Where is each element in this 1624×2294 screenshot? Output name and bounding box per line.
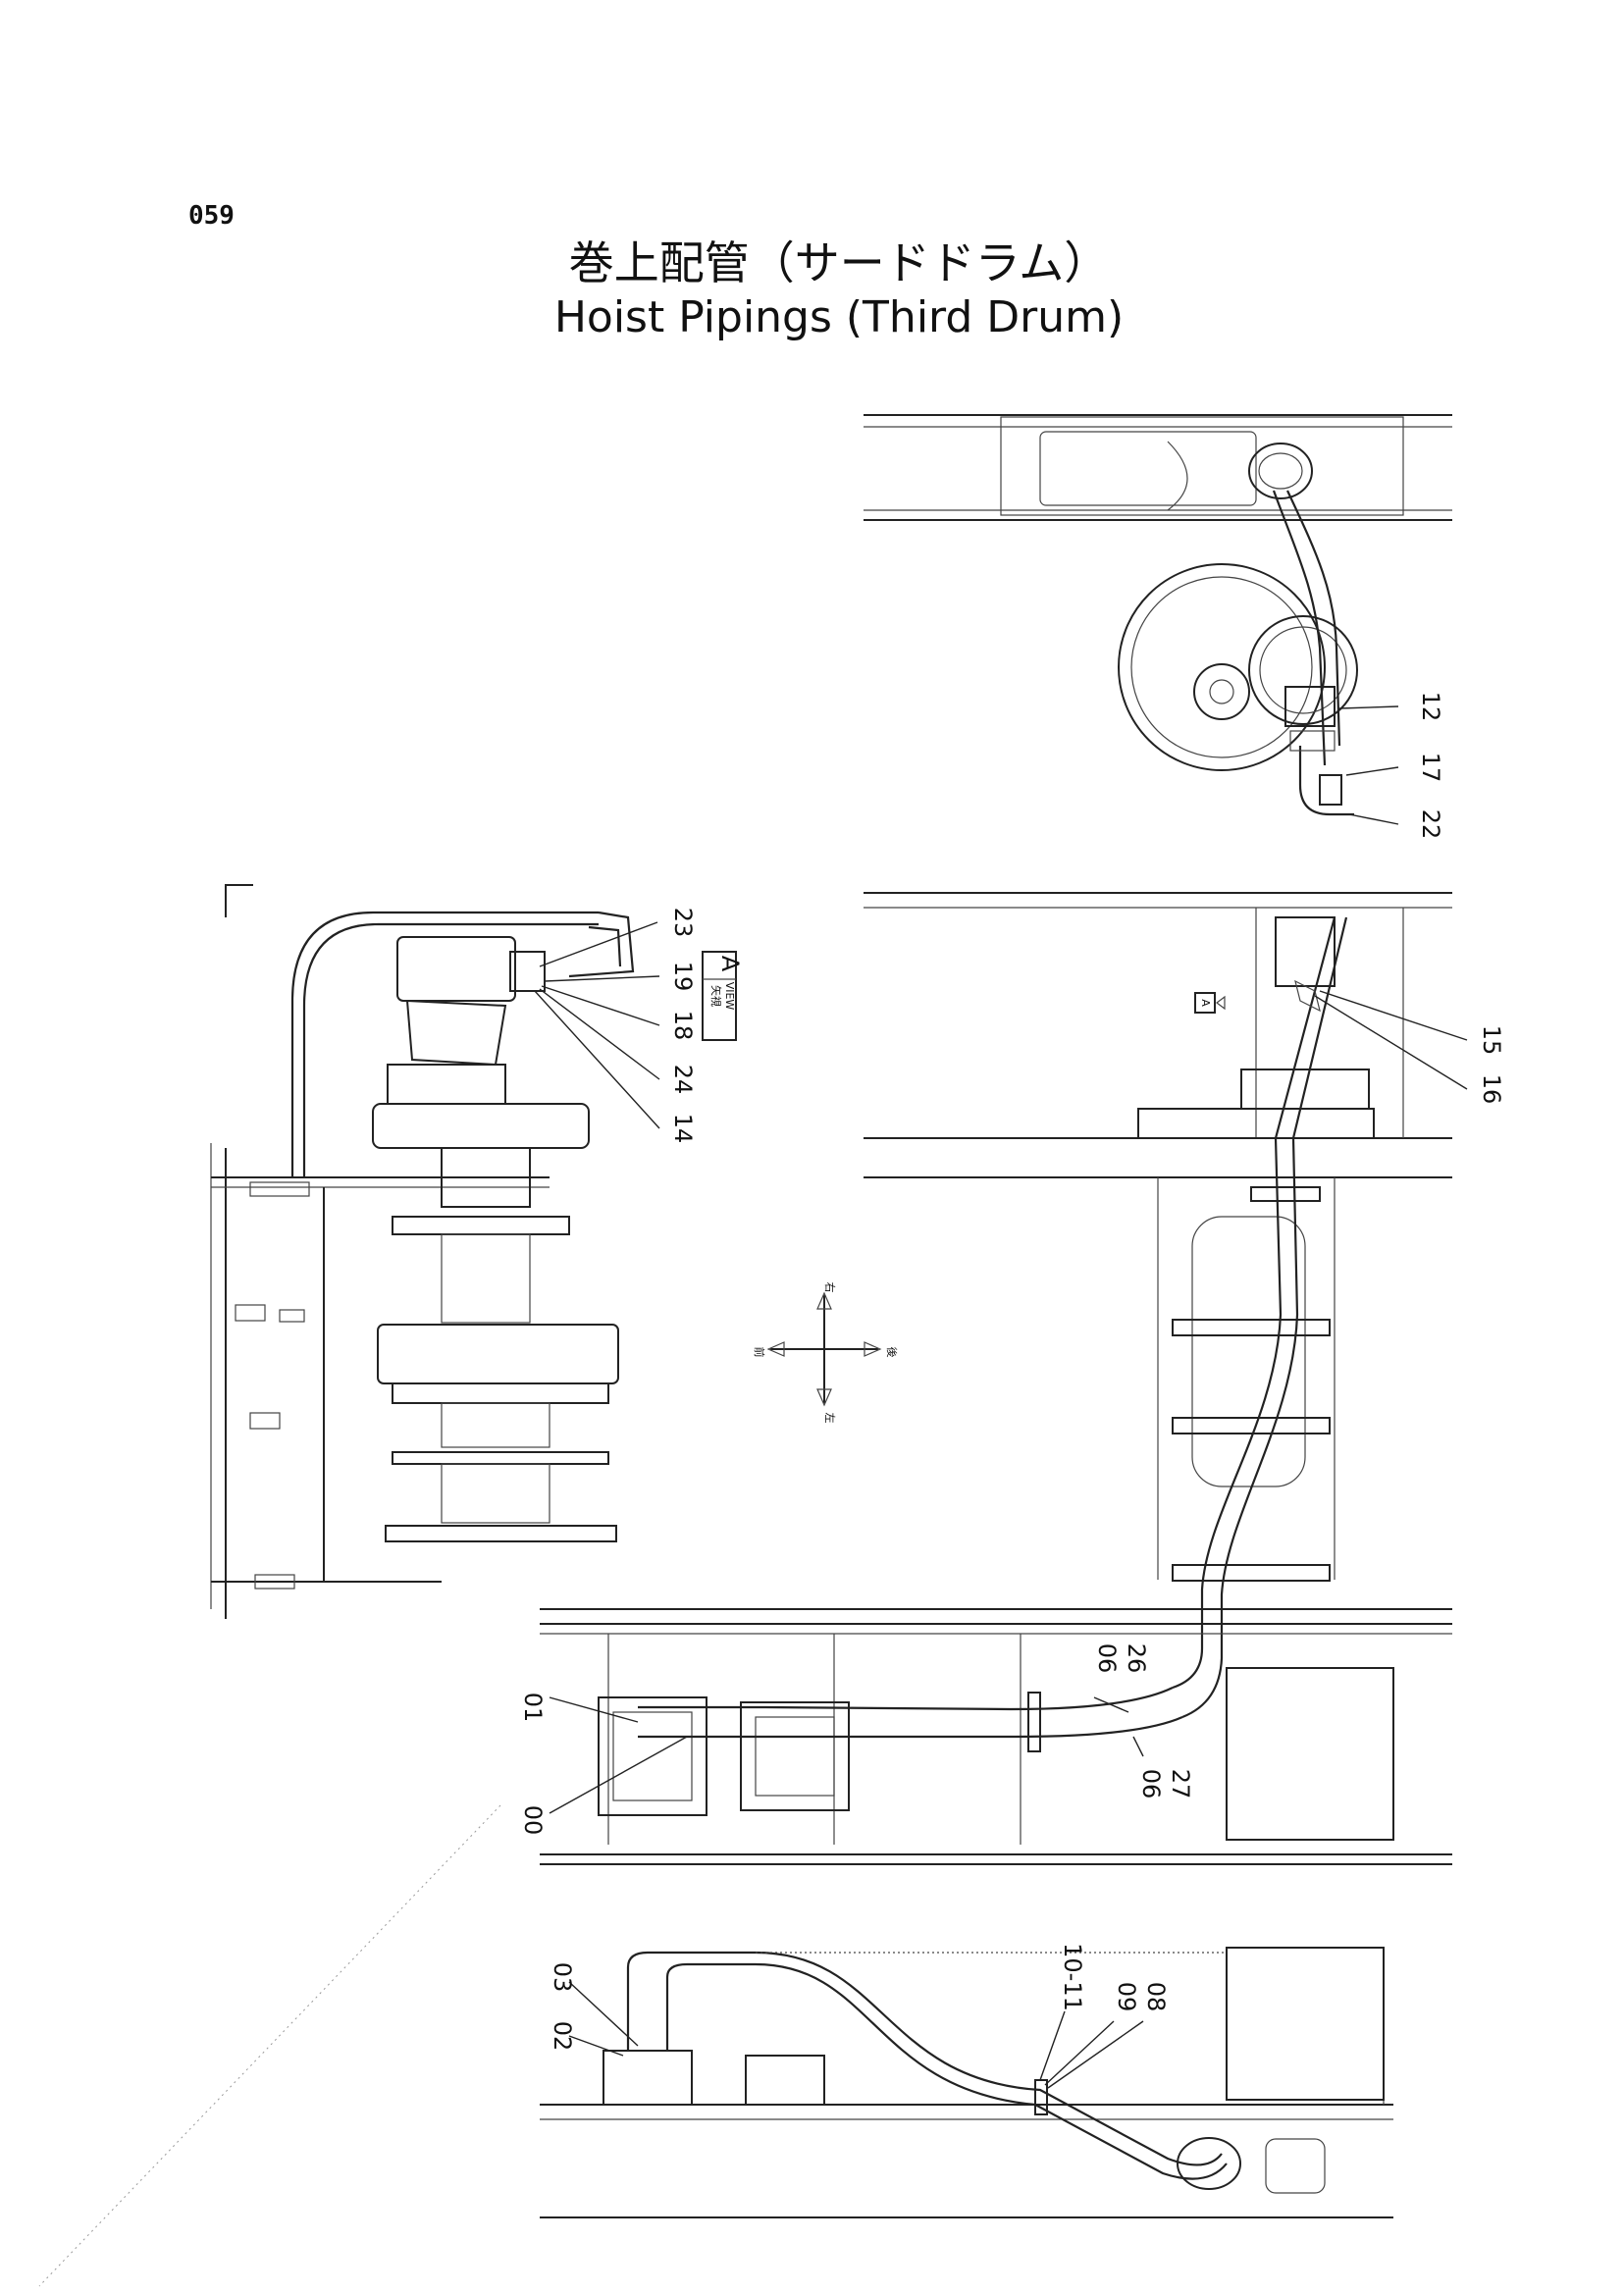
part-label: 08 — [1142, 1982, 1170, 2012]
part-label: 09 — [1113, 1982, 1140, 2012]
part-label: 27 — [1167, 1769, 1194, 1799]
part-label: 14 — [669, 1114, 697, 1144]
view-a-marker-letter: A — [1199, 999, 1212, 1007]
view-label-letter: A — [716, 956, 744, 972]
title-english: Hoist Pipings (Third Drum) — [553, 292, 1125, 342]
part-label: 19 — [669, 962, 697, 992]
part-label: 23 — [669, 908, 697, 938]
view-label-en: VIEW — [723, 982, 736, 1011]
part-label: 01 — [519, 1693, 547, 1723]
title-japanese: 巻上配管（サードドラム） — [568, 236, 1110, 289]
part-label: 16 — [1478, 1074, 1505, 1105]
direction-left: 左 — [823, 1413, 836, 1424]
part-label: 10-11 — [1059, 1943, 1086, 2011]
direction-rear: 後 — [885, 1347, 899, 1358]
page-number: 059 — [188, 201, 235, 231]
part-label: 22 — [1417, 809, 1444, 840]
dotted-guide-line — [38, 1804, 501, 2287]
valve-hose-run: 01 00 06 26 06 27 — [519, 1608, 1452, 1865]
part-label: 12 — [1417, 692, 1444, 722]
direction-right: 右 — [823, 1282, 837, 1293]
part-label: 02 — [549, 2021, 576, 2052]
view-a-detail: 12 17 22 — [864, 414, 1452, 840]
drum-side-view: 23 19 18 24 14 矢視 VIEW A — [210, 884, 744, 1619]
part-label: 26 — [1123, 1643, 1150, 1674]
view-a-label-box — [702, 951, 737, 1041]
part-label: 24 — [669, 1065, 697, 1095]
hose-side-view: 03 02 10-11 09 08 — [540, 1943, 1393, 2218]
part-label: 00 — [519, 1805, 547, 1836]
part-label: 18 — [669, 1011, 697, 1041]
direction-compass: 右 左 前 後 — [753, 1282, 899, 1424]
direction-front: 前 — [753, 1347, 766, 1358]
part-label: 06 — [1093, 1643, 1121, 1674]
view-a-marker — [1194, 992, 1216, 1014]
frame-top-view: A 15 16 — [864, 892, 1505, 1719]
part-label: 15 — [1478, 1025, 1505, 1056]
part-label: 03 — [549, 1962, 576, 1993]
part-label: 06 — [1137, 1769, 1165, 1799]
part-label: 17 — [1417, 753, 1444, 783]
view-label-jp: 矢視 — [709, 985, 723, 1007]
